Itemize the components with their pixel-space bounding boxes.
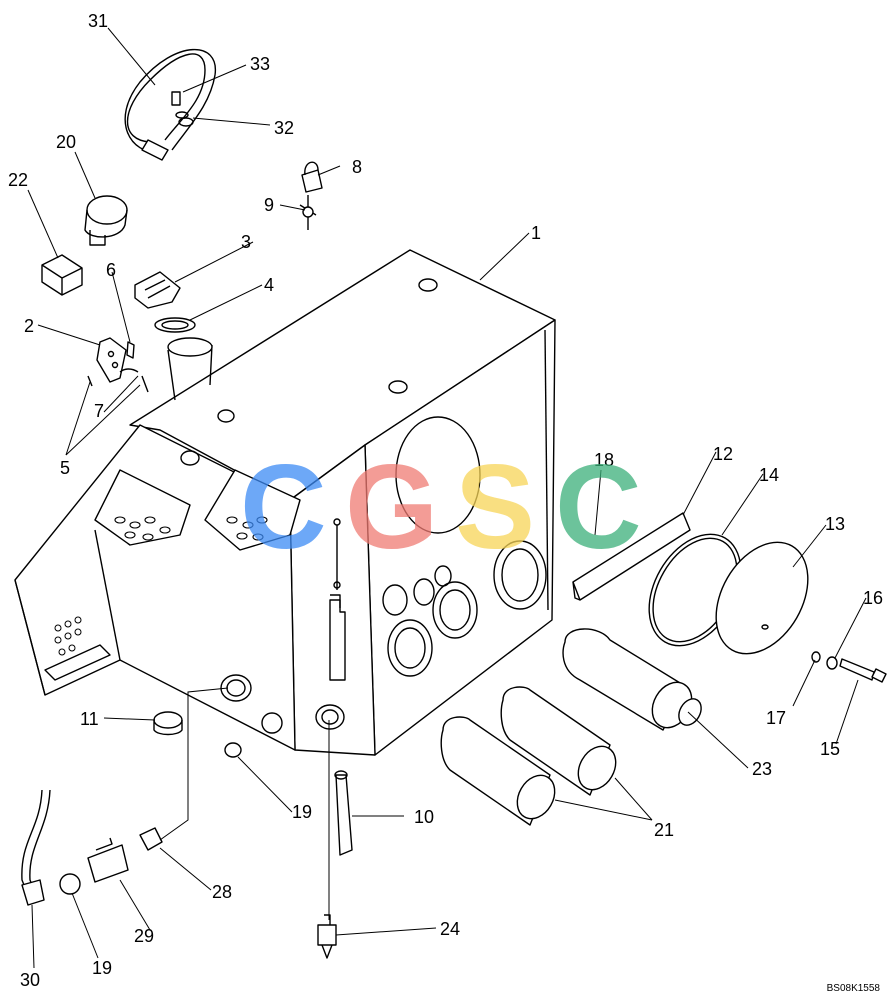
tank-body: [15, 250, 555, 755]
drawing-reference: BS08K1558: [826, 983, 880, 994]
callout-14: 14: [759, 465, 779, 485]
hose-part: [22, 790, 50, 900]
callout-17: 17: [766, 708, 786, 728]
callout-2: 2: [24, 316, 34, 336]
callout-30: 30: [20, 970, 40, 990]
watermark-letter-1: C: [240, 440, 327, 574]
callout-13: 13: [825, 514, 845, 534]
callout-9: 9: [264, 195, 274, 215]
callout-20: 20: [56, 132, 76, 152]
callout-18: 18: [594, 450, 614, 470]
callout-31: 31: [88, 11, 108, 31]
callout-24: 24: [440, 919, 460, 939]
callout-3: 3: [241, 232, 251, 252]
callout-11: 11: [80, 709, 99, 729]
callout-19-fitting: 19: [92, 958, 112, 978]
vent-holes: [55, 617, 81, 655]
callout-12: 12: [713, 444, 733, 464]
callout-22: 22: [8, 170, 28, 190]
callout-16: 16: [863, 588, 883, 608]
callout-4: 4: [264, 275, 274, 295]
callout-32: 32: [274, 118, 294, 138]
callout-15: 15: [820, 739, 840, 759]
watermark-letter-2: G: [345, 440, 438, 574]
callout-7: 7: [94, 401, 104, 421]
callout-29: 29: [134, 926, 154, 946]
bracket-slots: [115, 517, 267, 540]
callout-8: 8: [352, 157, 362, 177]
callout-6: 6: [106, 260, 116, 280]
callout-21: 21: [654, 820, 674, 840]
callout-23: 23: [752, 759, 772, 779]
callout-1: 1: [531, 223, 541, 243]
callout-5: 5: [60, 458, 70, 478]
watermark-letter-4: C: [555, 440, 642, 574]
callout-19-plug: 19: [292, 802, 312, 822]
callout-10: 10: [414, 807, 434, 827]
handle-part: [125, 50, 215, 153]
watermark-letter-3: S: [455, 440, 535, 574]
callout-28: 28: [212, 882, 232, 902]
leader-lines: [28, 28, 866, 968]
callout-labels: 1 2 3 4 5 6 7 8 9 10 11 12 13 14 15 16 1…: [8, 11, 883, 990]
watermark-logo: C G S C: [240, 440, 642, 574]
callout-33: 33: [250, 54, 270, 74]
